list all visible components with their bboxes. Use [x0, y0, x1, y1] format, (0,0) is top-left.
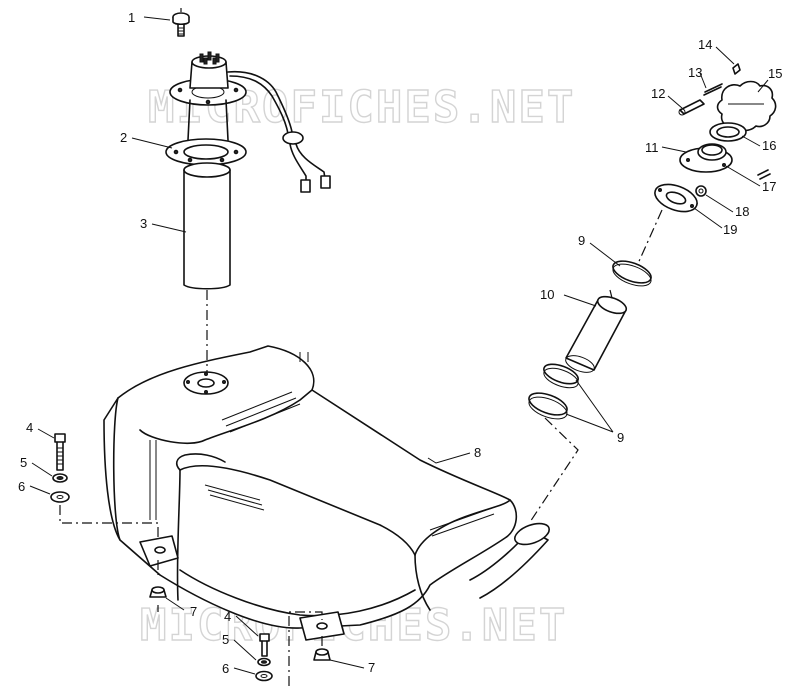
filler-neck-part-11 [679, 143, 733, 173]
filler-hose-part-10 [565, 295, 628, 373]
fasteners-left [50, 433, 167, 612]
callout-6-bottom: 6 [222, 661, 229, 676]
callout-7-left: 7 [190, 604, 197, 619]
callout-labels: 1 2 3 4 5 6 7 4 5 6 7 8 9 9 10 11 12 13 … [18, 10, 782, 676]
callout-9-upper: 9 [578, 233, 585, 248]
callout-7-bottom: 7 [368, 660, 375, 675]
callout-14: 14 [698, 37, 712, 52]
callout-5-left: 5 [20, 455, 27, 470]
mounting-flange-part-19 [654, 183, 698, 213]
callout-19: 19 [723, 222, 737, 237]
callout-10: 10 [540, 287, 554, 302]
fuel-cap-part-15 [716, 80, 777, 132]
screw-part-1 [172, 12, 190, 37]
hose-clamp-part-9-lower [528, 363, 579, 420]
filler-cap-assembly [528, 63, 777, 523]
gasket-part-16 [709, 122, 747, 142]
callout-13: 13 [688, 65, 702, 80]
gasket-part-2 [165, 138, 247, 166]
callout-6-left: 6 [18, 479, 25, 494]
callout-12: 12 [651, 86, 665, 101]
callout-15: 15 [768, 66, 782, 81]
tether-parts-12-13-14 [678, 63, 741, 116]
hose-clamp-part-9-upper [612, 260, 652, 287]
callout-4-bottom: 4 [224, 609, 231, 624]
sender-tube-part-3 [183, 162, 231, 290]
fasteners-bottom [255, 611, 331, 686]
callout-1: 1 [128, 10, 135, 25]
fuel-tank [103, 345, 550, 641]
callout-17: 17 [762, 179, 776, 194]
callout-4-left: 4 [26, 420, 33, 435]
callout-3: 3 [140, 216, 147, 231]
fuel-sender-assembly [165, 8, 331, 372]
leader-lines [29, 16, 769, 675]
callout-11: 11 [645, 140, 659, 155]
callout-8: 8 [474, 445, 481, 460]
callout-5-bottom: 5 [222, 632, 229, 647]
callout-18: 18 [735, 204, 749, 219]
callout-9-lower: 9 [617, 430, 624, 445]
callout-16: 16 [762, 138, 776, 153]
callout-2: 2 [120, 130, 127, 145]
